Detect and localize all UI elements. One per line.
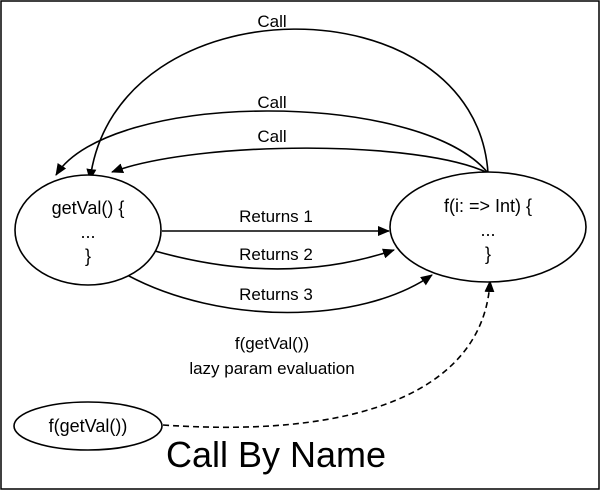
node-caller bbox=[13, 401, 163, 451]
edge-call-lower bbox=[111, 147, 489, 174]
note-line2: lazy param evaluation bbox=[189, 359, 354, 378]
note-line1: f(getVal()) bbox=[235, 334, 309, 353]
label-returns-1: Returns 1 bbox=[239, 207, 313, 226]
caller-label: f(getVal()) bbox=[49, 416, 128, 436]
edge-call-top bbox=[86, 28, 489, 181]
edge-call-middle bbox=[55, 110, 489, 176]
edge-lazy-invocation bbox=[162, 280, 495, 429]
edge-returns-2 bbox=[154, 248, 395, 270]
diagram-title: Call By Name bbox=[166, 434, 386, 475]
node-getval bbox=[14, 174, 162, 286]
getval-line2: ... bbox=[80, 222, 95, 242]
label-call-top: Call bbox=[257, 12, 286, 31]
f-line1: f(i: => Int) { bbox=[444, 196, 532, 216]
label-call-middle: Call bbox=[257, 93, 286, 112]
f-line2: ... bbox=[480, 220, 495, 240]
label-call-lower: Call bbox=[257, 127, 286, 146]
getval-line3: } bbox=[85, 246, 91, 266]
getval-line1: getVal() { bbox=[52, 198, 125, 218]
f-line3: } bbox=[485, 244, 491, 264]
label-returns-3: Returns 3 bbox=[239, 285, 313, 304]
node-f bbox=[389, 171, 587, 283]
label-returns-2: Returns 2 bbox=[239, 245, 313, 264]
edge-returns-3 bbox=[126, 274, 433, 314]
